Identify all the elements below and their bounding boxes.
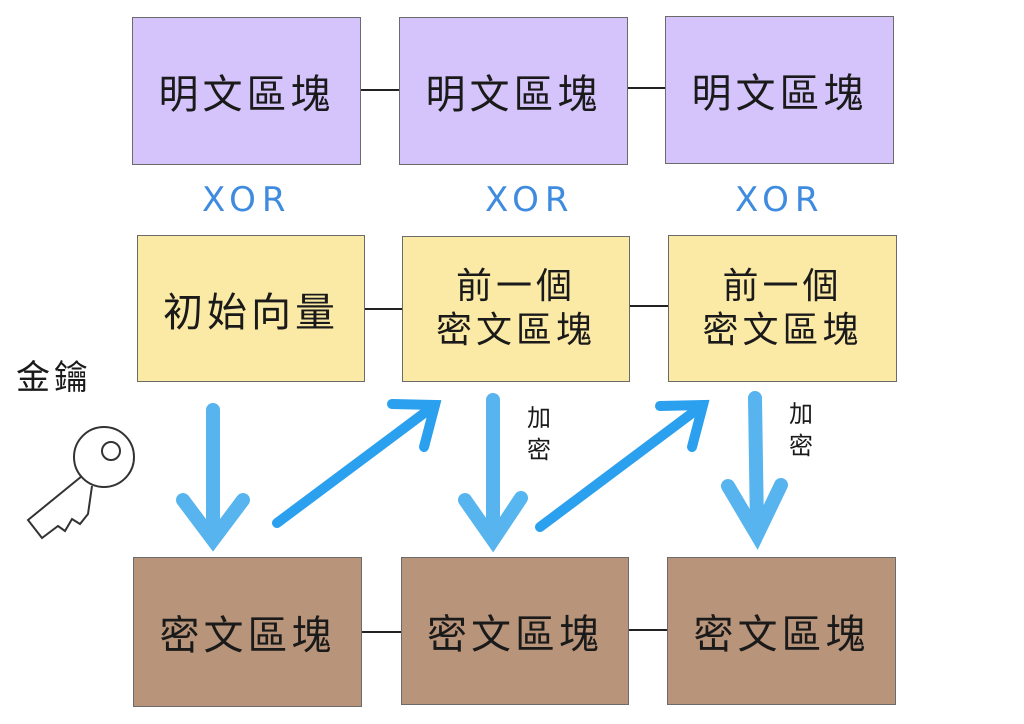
prev-cipher-block-2: 前一個 密文區塊 (668, 235, 897, 382)
encrypt-label-2: 加密 (789, 400, 813, 460)
xor-label-2: XOR (485, 180, 575, 220)
diagonal-arrow-1-shaft (272, 400, 440, 528)
down-arrow-2-head (458, 491, 528, 553)
iv-block: 初始向量 (137, 235, 365, 382)
down-arrow-1-head (176, 493, 250, 552)
key-icon (26, 426, 135, 540)
prev-cipher-block-2-line2: 密文區塊 (702, 309, 863, 351)
xor-label-1: XOR (202, 180, 292, 220)
prev-cipher-block-2-line1: 前一個 (722, 265, 843, 307)
plaintext-block-3: 明文區塊 (665, 16, 894, 164)
prev-cipher-block-1-line1: 前一個 (455, 266, 576, 307)
diagonal-arrow-1-head (387, 399, 442, 452)
encrypt-label-1: 加密 (527, 404, 551, 464)
xor-label-3: XOR (735, 180, 825, 220)
ciphertext-block-2: 密文區塊 (401, 557, 629, 705)
plaintext-block-2-label: 明文區塊 (425, 72, 602, 118)
ciphertext-block-1-label: 密文區塊 (159, 613, 336, 659)
diagonal-arrow-2-shaft (535, 400, 708, 532)
ciphertext-block-3-label: 密文區塊 (693, 612, 870, 658)
down-arrow-3-shaft (748, 391, 764, 535)
iv-label: 初始向量 (163, 289, 339, 336)
plaintext-block-1-label: 明文區塊 (158, 72, 335, 118)
prev-cipher-block-1-line2: 密文區塊 (435, 310, 596, 351)
down-arrow-3-head (721, 478, 788, 550)
ciphertext-block-1: 密文區塊 (133, 557, 362, 707)
ciphertext-block-3: 密文區塊 (667, 557, 896, 705)
plaintext-block-1: 明文區塊 (132, 17, 361, 165)
ciphertext-block-2-label: 密文區塊 (427, 612, 603, 658)
diagonal-arrow-2-head (655, 399, 710, 452)
key-label: 金鑰 (16, 358, 92, 398)
prev-cipher-block-1: 前一個 密文區塊 (402, 236, 630, 382)
plaintext-block-3-label: 明文區塊 (691, 71, 868, 117)
plaintext-block-2: 明文區塊 (399, 17, 628, 165)
